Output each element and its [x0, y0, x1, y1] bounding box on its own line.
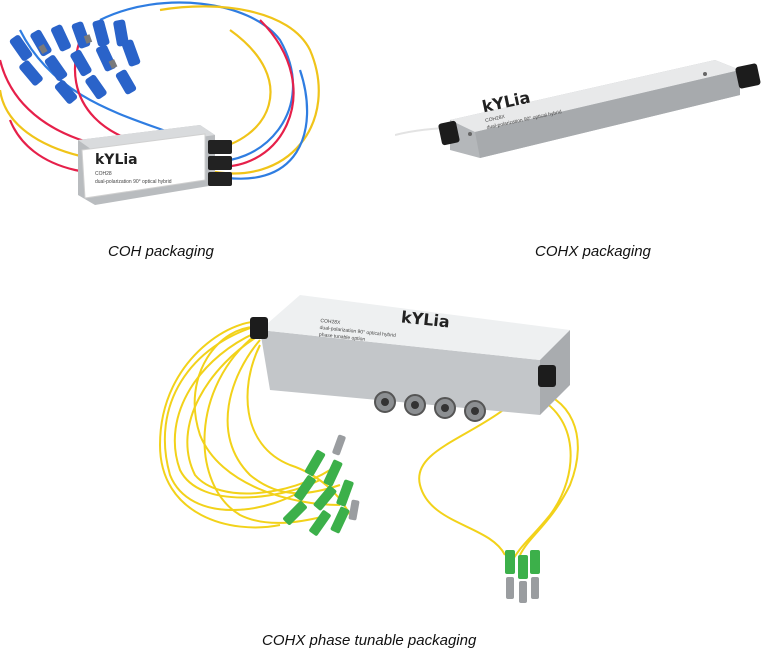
coh-packaging-caption: COH packaging: [108, 243, 214, 260]
yellow-fiber-bundle: [158, 321, 579, 566]
coh-description-label: dual-polarization 90° optical hybrid: [95, 179, 172, 185]
cohx-tunable-model-label: COH28X: [320, 318, 341, 326]
coh-brand-logo: kYLia: [95, 152, 138, 168]
bnc-connectors: [374, 391, 486, 422]
coh-packaging-photo: kYLia COH28 dual-polarization 90° optica…: [0, 1, 320, 205]
cohx-tunable-option-label: phase tunable option: [319, 332, 366, 343]
fc-apc-connectors: [283, 434, 540, 603]
cohx-tunable-brand-logo: kYLia: [400, 307, 450, 331]
cohx-module-body: [438, 60, 761, 158]
cohx-phase-tunable-photo: kYLia COH28X dual-polarization 90° optic…: [158, 295, 579, 603]
coh-module-body: [78, 125, 232, 205]
connector-cluster: [9, 19, 141, 104]
cohx-packaging-photo: kYLia COH28X dual-polarization 90° optic…: [395, 60, 761, 158]
cohx-packaging-caption: COHX packaging: [535, 243, 651, 260]
cohx-phase-tunable-caption: COHX phase tunable packaging: [262, 632, 477, 649]
coh-model-label: COH28: [95, 171, 112, 177]
cohx-tunable-module-body: [250, 295, 570, 415]
cohx-model-label: COH28X: [485, 114, 506, 124]
